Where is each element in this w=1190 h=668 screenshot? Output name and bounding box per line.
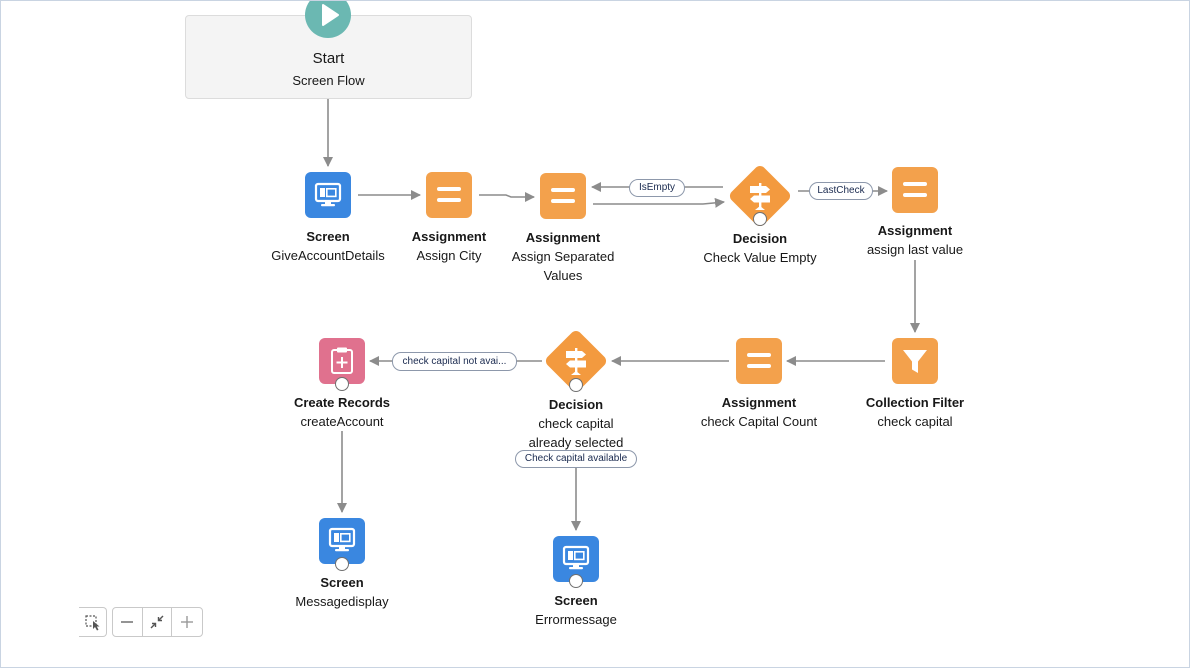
- node-type: Screen: [320, 574, 364, 590]
- node-text-create-account: Create Records createAccount: [242, 393, 442, 431]
- node-type: Assignment: [877, 222, 953, 238]
- connector-handle[interactable]: [334, 376, 349, 391]
- node-text-decision-empty: Decision Check Value Empty: [660, 229, 860, 267]
- minus-icon: [121, 621, 134, 623]
- node-text-screen-message: Screen Messagedisplay: [242, 573, 442, 611]
- node-text-assign-separated: Assignment Assign Separated Values: [463, 228, 663, 285]
- assignment-icon: [747, 353, 771, 368]
- fit-view-button[interactable]: [143, 608, 173, 636]
- node-type: Assignment: [525, 229, 601, 245]
- connector-handle[interactable]: [568, 573, 583, 588]
- node-text-screen-give: Screen GiveAccountDetails: [228, 227, 428, 265]
- create-records-icon: [331, 347, 353, 374]
- decision-icon: [566, 348, 586, 375]
- screen-node-messagedisplay[interactable]: [319, 518, 365, 564]
- play-icon: [322, 4, 339, 26]
- assignment-icon: [903, 182, 927, 197]
- zoom-out-button[interactable]: [113, 608, 143, 636]
- node-text-filter-capital: Collection Filter check capital: [815, 393, 1015, 431]
- node-type: Decision: [732, 230, 788, 246]
- decision-icon: [750, 183, 770, 210]
- start-circle[interactable]: [305, 1, 351, 38]
- screen-icon: [562, 545, 590, 570]
- node-label: assign last value: [866, 241, 964, 257]
- connector-handle[interactable]: [752, 211, 767, 226]
- node-type: Screen: [554, 592, 598, 608]
- assignment-node-assign-last-value[interactable]: [892, 167, 938, 213]
- node-text-assign-city: Assignment Assign City: [349, 227, 549, 265]
- zoom-controls: [112, 607, 203, 637]
- connector-handle[interactable]: [568, 377, 583, 392]
- node-type: Decision: [548, 396, 604, 412]
- select-area-button[interactable]: [79, 607, 107, 637]
- screen-icon: [328, 527, 356, 552]
- connector-assign-city-to-assign-separated: [479, 192, 535, 202]
- assignment-node-check-capital-count[interactable]: [736, 338, 782, 384]
- node-label: Messagedisplay: [295, 593, 389, 609]
- node-text-assign-last: Assignment assign last value: [815, 221, 1015, 259]
- select-area-icon: [84, 615, 99, 631]
- connector-handle[interactable]: [334, 556, 349, 571]
- node-text-assign-count: Assignment check Capital Count: [659, 393, 859, 431]
- node-type: Create Records: [293, 394, 391, 410]
- filter-icon: [903, 350, 927, 373]
- connector-label-capital-available[interactable]: Check capital available: [515, 450, 637, 468]
- connector-label-is-empty[interactable]: IsEmpty: [629, 179, 685, 197]
- assignment-icon: [437, 187, 461, 202]
- node-type: Assignment: [411, 228, 487, 244]
- start-title: Start: [312, 50, 345, 67]
- node-label: createAccount: [300, 413, 384, 429]
- node-type: Assignment: [721, 394, 797, 410]
- connector-label-last-check[interactable]: LastCheck: [809, 182, 873, 200]
- assignment-node-assign-city[interactable]: [426, 172, 472, 218]
- assignment-node-assign-separated-values[interactable]: [540, 173, 586, 219]
- shrink-icon: [150, 615, 164, 629]
- node-text-screen-error: Screen Errormessage: [476, 591, 676, 629]
- node-label: check Capital Count: [700, 413, 818, 429]
- start-subtitle: Screen Flow: [292, 73, 365, 88]
- node-label: check capital: [877, 413, 953, 429]
- plus-icon: [181, 616, 194, 628]
- assignment-icon: [551, 188, 575, 203]
- zoom-in-button[interactable]: [172, 608, 202, 636]
- node-type: Collection Filter: [865, 394, 965, 410]
- node-label: check capital already selected: [528, 415, 624, 450]
- node-label: Errormessage: [535, 611, 617, 627]
- collection-filter-node-check-capital[interactable]: [892, 338, 938, 384]
- create-records-node-create-account[interactable]: [319, 338, 365, 384]
- connector-assign-separated-to-decision-empty: [593, 197, 725, 208]
- screen-icon: [314, 182, 342, 207]
- node-label: Assign City: [416, 247, 482, 263]
- node-text-decision-capital: Decision check capital already selected: [476, 395, 676, 452]
- node-label: Assign Separated Values: [511, 248, 615, 283]
- node-label: GiveAccountDetails: [271, 247, 385, 263]
- screen-node-give-account-details[interactable]: [305, 172, 351, 218]
- node-type: Screen: [306, 228, 350, 244]
- connector-label-capital-not-available[interactable]: check capital not avai...: [392, 352, 517, 371]
- node-label: Check Value Empty: [703, 249, 817, 265]
